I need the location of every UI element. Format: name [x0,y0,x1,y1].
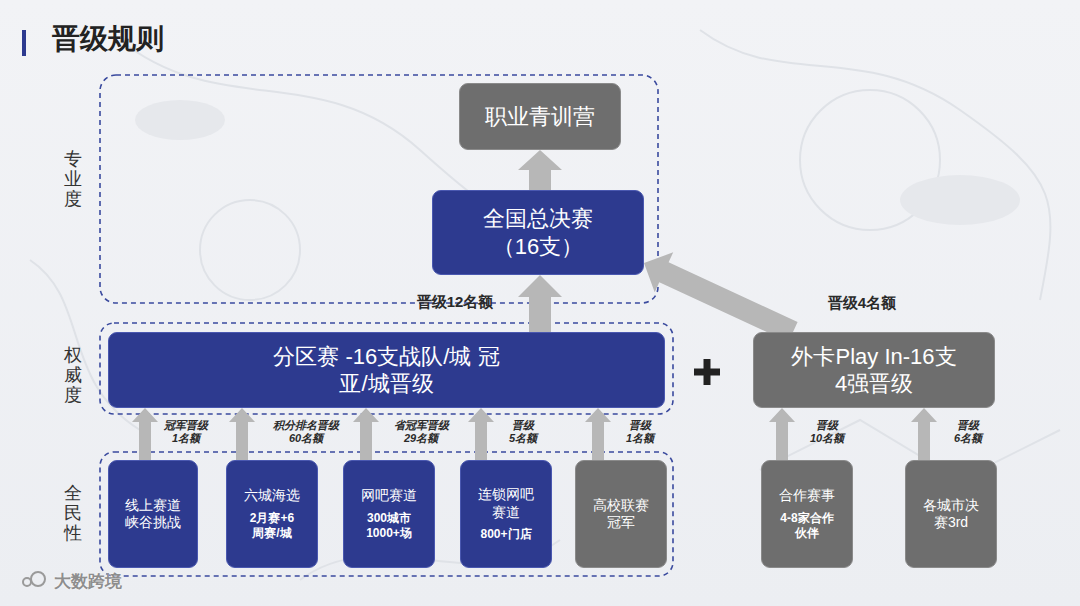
promotion-arrow [911,408,937,460]
box-heading: 线上赛道 峡谷挑战 [114,497,192,532]
promotion-arrow [468,408,494,460]
promotion-arrow [644,252,798,342]
box-heading: 高校联赛 冠军 [581,497,661,532]
quota-label: 晋级4名额 [807,294,917,312]
box-heading: 网吧赛道 [349,487,429,505]
box-heading: 全国总决赛 （16支） [443,205,633,260]
promotion-arrow [518,150,562,190]
box-heading: 分区赛 -16支战队/城 冠亚/城晋级 [267,343,507,398]
quota-label: 冠军晋级 1名额 [151,419,221,445]
stage-box: 外卡Play In-16支 4强晋级 [753,332,995,408]
promotion-arrow [518,275,562,332]
source-box: 高校联赛 冠军 [575,460,667,568]
box-heading: 合作赛事 [767,487,847,505]
source-box: 网吧赛道 300城市 1000+场 [343,460,435,568]
source-box: 各城市决 赛3rd [905,460,997,568]
promotion-arrow [229,408,255,460]
promotion-arrow [353,408,379,460]
box-body: 300城市 1000+场 [349,511,429,541]
quota-label: 积分排名晋级 60名额 [264,419,348,445]
quota-label: 晋级 1名额 [615,419,665,445]
promotion-arrow [769,408,795,460]
quota-label: 晋级12名额 [400,293,510,311]
box-body: 4-8家合作 伙伴 [767,511,847,541]
box-heading: 外卡Play In-16支 4强晋级 [785,343,963,398]
box-heading: 六城海选 [232,487,312,505]
axis-label: 全民性 [64,484,82,543]
quota-label: 晋级 5名额 [498,419,548,445]
box-body: 800+门店 [466,527,546,542]
source-box: 六城海选 2月赛+6 周赛/城 [226,460,318,568]
source-box: 连锁网吧 赛道 800+门店 [460,460,552,568]
stage-box: 分区赛 -16支战队/城 冠亚/城晋级 [108,332,665,408]
stage-box: 全国总决赛 （16支） [432,190,644,275]
promotion-arrow [585,408,611,460]
promotion-arrow [132,408,158,460]
source-box: 线上赛道 峡谷挑战 [108,460,198,568]
box-heading: 连锁网吧 赛道 [466,486,546,521]
quota-label: 晋级 10名额 [800,419,854,445]
watermark: 大数跨境 [54,570,122,593]
title: 晋级规则 [52,20,164,58]
stage-box: 职业青训营 [459,83,621,150]
axis-label: 权威度 [64,346,82,405]
quota-label: 晋级 6名额 [941,419,995,445]
box-heading: 职业青训营 [465,103,615,131]
source-box: 合作赛事 4-8家合作 伙伴 [761,460,853,568]
axis-label: 专业度 [64,150,82,209]
quota-label: 省冠军晋级 29名额 [384,419,458,445]
box-heading: 各城市决 赛3rd [911,497,991,532]
box-body: 2月赛+6 周赛/城 [232,511,312,541]
